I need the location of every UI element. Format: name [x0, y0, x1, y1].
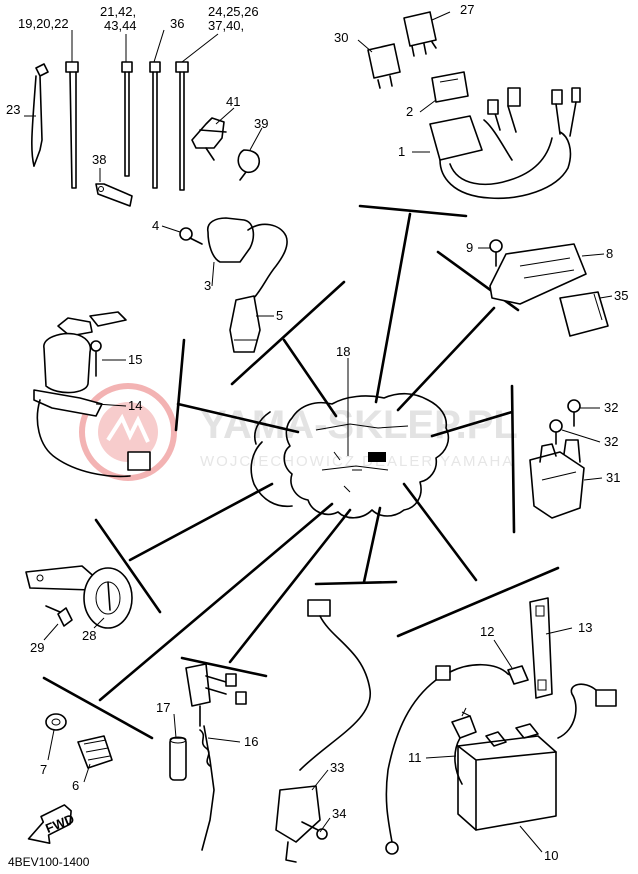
callout-8: 8 — [606, 246, 613, 261]
battery-band-13 — [529, 597, 553, 699]
relay-35 — [559, 291, 609, 337]
callout-30: 30 — [334, 30, 348, 45]
bolt-32-lower — [549, 419, 563, 445]
bolt-4 — [179, 227, 203, 245]
sub-harness-battery — [557, 683, 617, 739]
main-switch-connector — [127, 451, 151, 471]
bolt-9 — [489, 239, 503, 267]
callout-13: 13 — [578, 620, 592, 635]
callout-12: 12 — [480, 624, 494, 639]
bolt-32-upper — [567, 399, 581, 427]
callout-41: 41 — [226, 94, 240, 109]
callout-leaders — [24, 11, 613, 853]
callout-9: 9 — [466, 240, 473, 255]
callout-23: 23 — [6, 102, 20, 117]
callout-28: 28 — [82, 628, 96, 643]
callout-31: 31 — [606, 470, 620, 485]
callout-32-upper: 32 — [604, 400, 618, 415]
callout-38: 38 — [92, 152, 106, 167]
callout-4: 4 — [152, 218, 159, 233]
connector-2 — [431, 71, 469, 103]
callout-35: 35 — [614, 288, 628, 303]
bolt-29 — [45, 605, 73, 627]
frame-harness-detail — [368, 452, 386, 462]
callout-11: 11 — [408, 750, 422, 765]
callout-43-44: 43,44 — [104, 18, 137, 33]
watermark-sub-text: WOJCIECHOWICZ DEALER YAMAHA — [200, 453, 514, 470]
callout-32-lower: 32 — [604, 434, 618, 449]
rectifier-regulator-8 — [489, 243, 587, 305]
callout-3: 3 — [204, 278, 211, 293]
callout-34: 34 — [332, 806, 346, 821]
cable-ties-group — [31, 61, 189, 207]
cable-tie-head — [65, 61, 79, 73]
cdi-unit-1 — [429, 87, 581, 200]
callout-10: 10 — [544, 848, 558, 863]
yamaha-logo-icon — [79, 383, 177, 481]
fwd-arrow-icon: FWD — [27, 804, 76, 845]
callout-labels: 19,20,22 21,42, 43,44 36 24,25,26 37,40,… — [6, 2, 628, 863]
callout-5: 5 — [276, 308, 283, 323]
speed-sensor-33 — [275, 785, 321, 863]
callout-17: 17 — [156, 700, 170, 715]
callout-36: 36 — [170, 16, 184, 31]
brake-switch-16 — [185, 663, 247, 851]
callout-15: 15 — [128, 352, 142, 367]
battery-10 — [457, 723, 557, 831]
region-dividers — [42, 204, 560, 740]
battery-lead-11 — [451, 707, 477, 785]
callout-29: 29 — [30, 640, 44, 655]
neutral-switch-6 — [77, 735, 113, 769]
callout-27: 27 — [460, 2, 474, 17]
callout-6: 6 — [72, 778, 79, 793]
main-switch-14 — [33, 311, 151, 478]
callout-39: 39 — [254, 116, 268, 131]
clamp-41 — [191, 117, 227, 161]
sensor-lead — [299, 599, 371, 771]
callout-21-42: 21,42, — [100, 4, 136, 19]
callout-7: 7 — [40, 762, 47, 777]
washer-7 — [45, 713, 67, 731]
sleeve-17 — [169, 736, 187, 781]
horn-28 — [83, 567, 133, 629]
diagram-code: 4BEV100-1400 — [8, 855, 90, 869]
battery-lead-12 — [385, 663, 529, 855]
callout-18: 18 — [336, 344, 350, 359]
screw-15 — [90, 340, 102, 377]
callout-1: 1 — [398, 144, 405, 159]
ignition-coil-3 — [206, 217, 288, 301]
ground-lead-38 — [95, 183, 133, 207]
callout-19-20-22: 19,20,22 — [18, 16, 69, 31]
callout-33: 33 — [330, 760, 344, 775]
clip-39 — [237, 149, 261, 181]
spark-plug-cap-5 — [229, 295, 261, 353]
callout-16: 16 — [244, 734, 258, 749]
relay-27 — [403, 11, 437, 57]
callout-2: 2 — [406, 104, 413, 119]
relay-30 — [367, 43, 401, 89]
callout-14: 14 — [128, 398, 142, 413]
callout-24-25-26: 24,25,26 — [208, 4, 259, 19]
starter-relay-31 — [529, 439, 585, 519]
callout-37-40: 37,40, — [208, 18, 244, 33]
